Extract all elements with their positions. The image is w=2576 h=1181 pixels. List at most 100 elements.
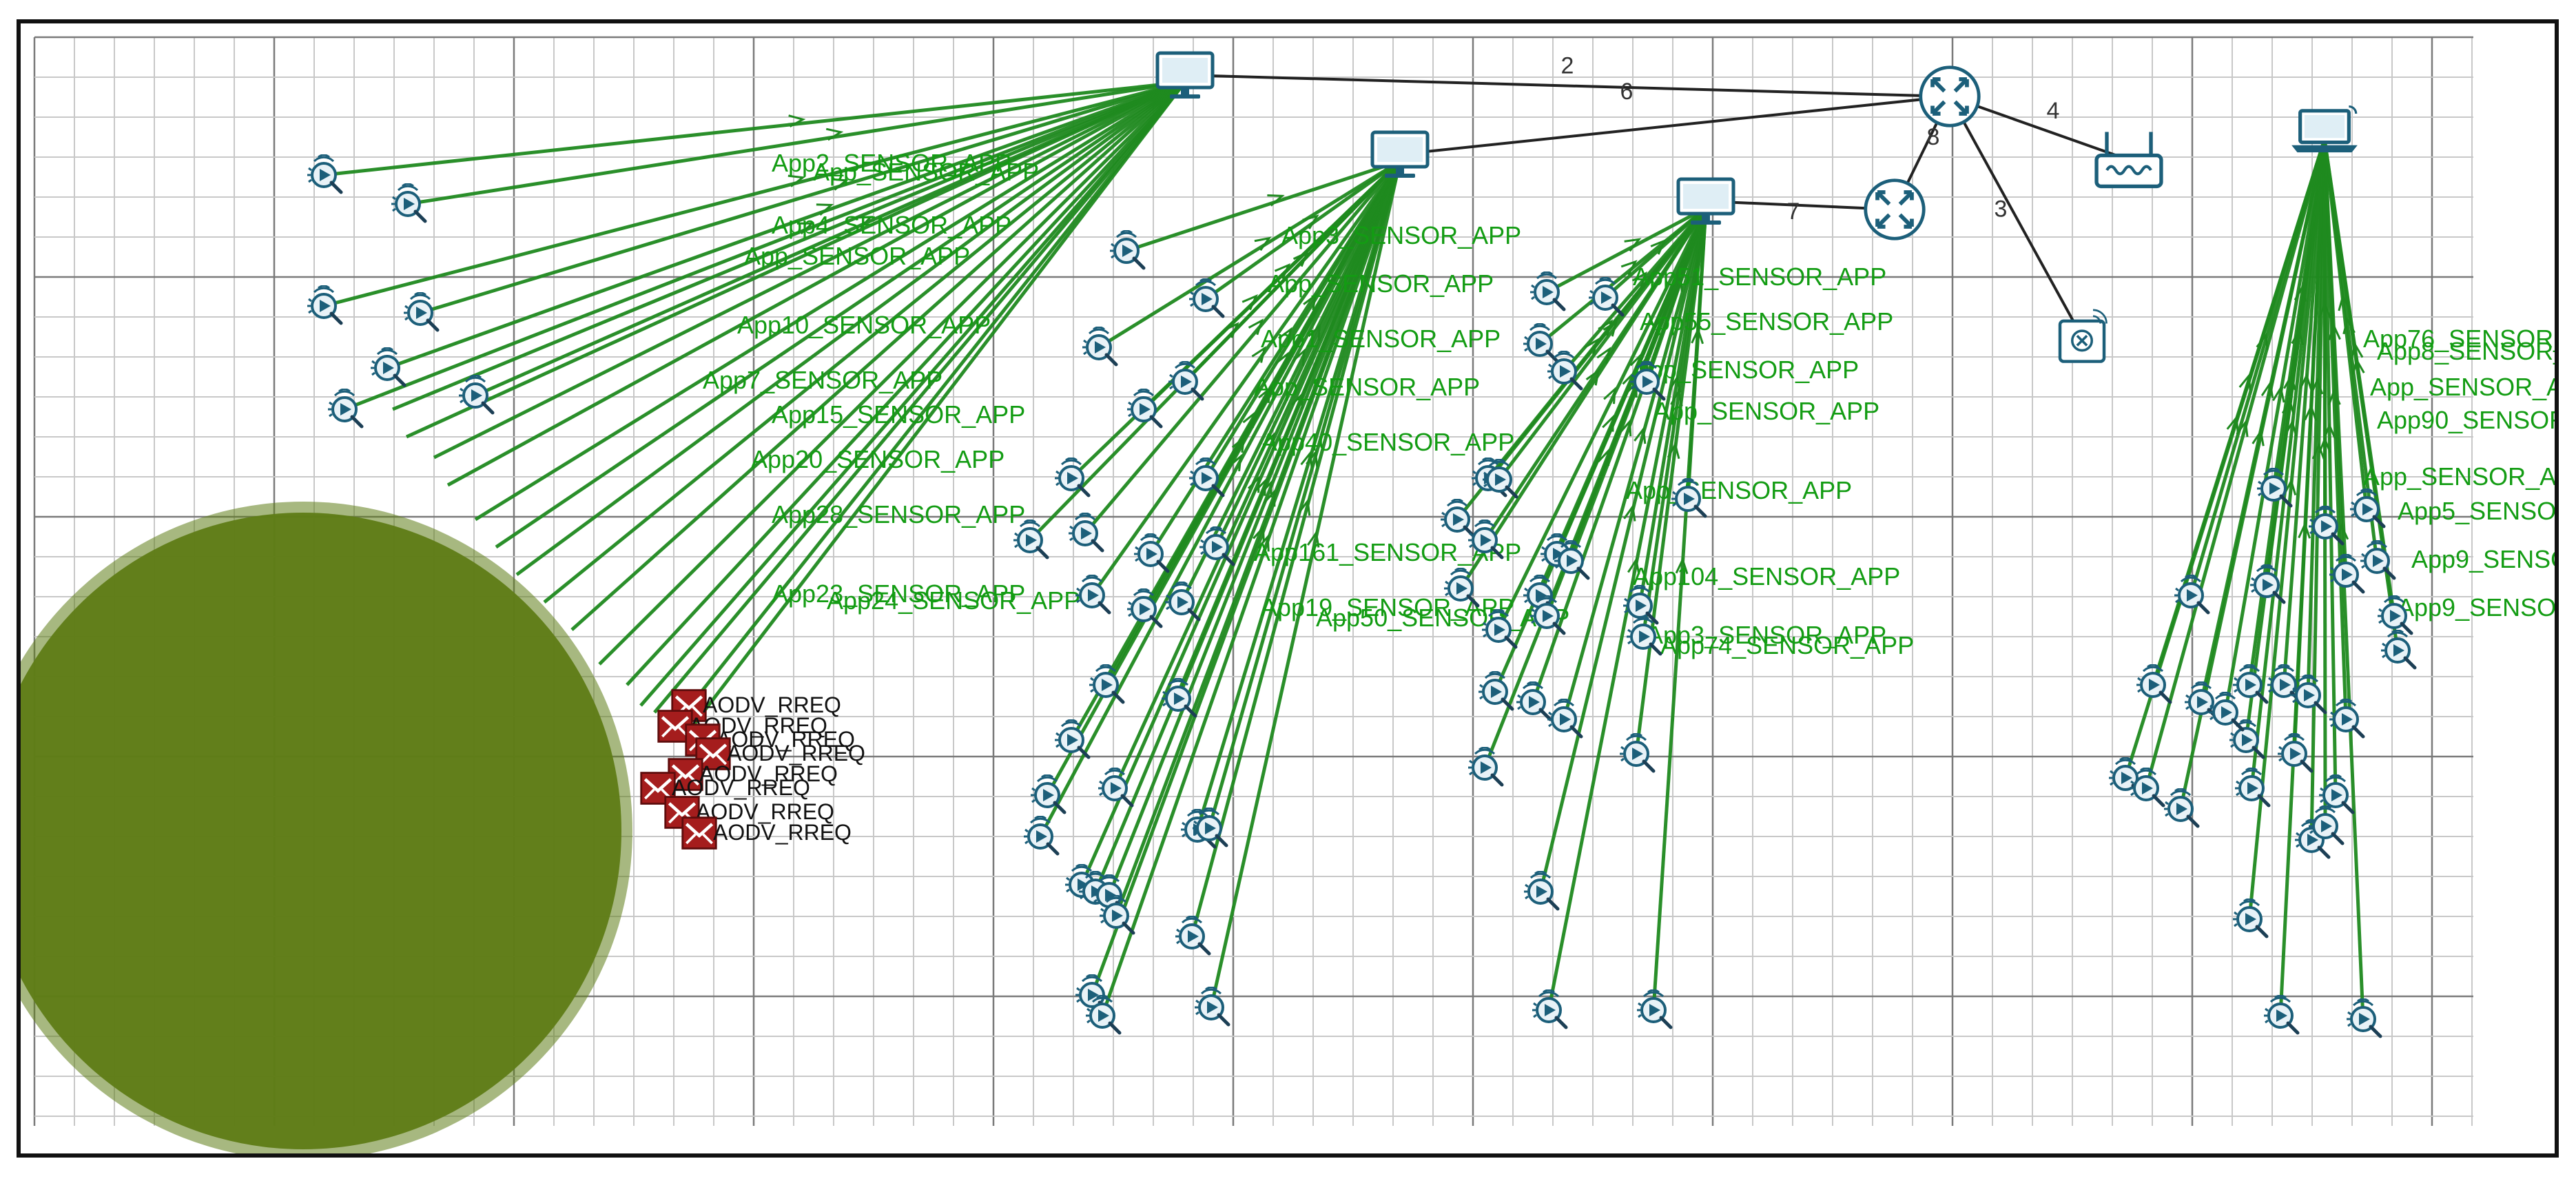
sensor-link[interactable] — [1084, 160, 1401, 535]
sensor-link[interactable] — [1545, 206, 1707, 294]
sensor-link[interactable] — [1538, 207, 1708, 892]
wired-link-router_a-wifi_router[interactable] — [1949, 95, 2130, 161]
sensor-node-icon[interactable] — [1162, 679, 1195, 716]
sensor-link[interactable] — [1190, 161, 1402, 937]
sensor-node-icon[interactable] — [2136, 665, 2170, 702]
sensor-link[interactable] — [2244, 138, 2327, 741]
sensor-link[interactable] — [1483, 207, 1708, 768]
sensor-link[interactable] — [405, 80, 1186, 439]
sensor-link[interactable] — [387, 80, 1186, 370]
sensor-node-icon[interactable] — [1195, 987, 1228, 1025]
sensor-link[interactable] — [433, 80, 1186, 460]
sensor-link[interactable] — [681, 81, 1186, 741]
sensor-link[interactable] — [392, 80, 1186, 411]
sensor-link[interactable] — [1195, 161, 1402, 830]
sensor-node-icon[interactable] — [1055, 720, 1089, 757]
sensor-link[interactable] — [323, 80, 1186, 308]
sensor-link[interactable] — [1100, 161, 1402, 1016]
desktop-icon[interactable] — [1372, 132, 1428, 178]
sensor-node-icon[interactable] — [391, 184, 425, 221]
sensor-link[interactable] — [598, 81, 1186, 666]
wired-link-pc_c-router_b[interactable] — [1705, 200, 1895, 211]
wired-link-pc_b-router_a[interactable] — [1399, 95, 1950, 156]
sensor-link[interactable] — [1080, 160, 1402, 886]
wifi-router-icon[interactable] — [2096, 132, 2161, 186]
sensor-link[interactable] — [420, 80, 1186, 315]
link-direction-arrow — [1267, 194, 1285, 207]
sensor-link[interactable] — [1107, 161, 1402, 896]
router-icon[interactable] — [1921, 68, 1979, 125]
sensor-link[interactable] — [1070, 160, 1401, 480]
sensor-link[interactable] — [1207, 161, 1402, 829]
sensor-link[interactable] — [344, 80, 1186, 411]
sensor-link[interactable] — [543, 81, 1186, 604]
sensor-node-icon[interactable] — [307, 155, 341, 192]
sensor-link[interactable] — [1093, 161, 1402, 892]
sensor-link[interactable] — [1634, 207, 1708, 754]
sensor-link[interactable] — [2123, 138, 2327, 779]
sensor-link[interactable] — [1651, 207, 1708, 1011]
sensor-node-icon[interactable] — [1055, 458, 1089, 495]
sensor-link[interactable] — [1531, 207, 1708, 703]
sensor-node-icon[interactable] — [1516, 682, 1550, 719]
sensor-link[interactable] — [1493, 207, 1708, 692]
sensor-node-icon[interactable] — [2209, 692, 2243, 730]
sensor-link[interactable] — [495, 80, 1186, 549]
sensor-link[interactable] — [1045, 160, 1402, 797]
router-icon[interactable] — [1866, 181, 1924, 238]
sensor-node-icon[interactable] — [1098, 768, 1132, 805]
sensor-link[interactable] — [1090, 161, 1402, 996]
sensor-link[interactable] — [2282, 138, 2327, 686]
sensor-node-icon[interactable] — [328, 389, 362, 427]
sensor-link[interactable] — [1459, 207, 1708, 590]
sensor-node-icon[interactable] — [1024, 817, 1058, 854]
sensor-link[interactable] — [2223, 138, 2327, 713]
wired-link-router_a-access_point[interactable] — [1948, 96, 2083, 338]
sensor-node-icon[interactable] — [1031, 775, 1064, 812]
sensor-link[interactable] — [323, 80, 1186, 177]
sensor-link[interactable] — [474, 80, 1186, 522]
sensor-link[interactable] — [2144, 138, 2327, 789]
laptop-icon[interactable] — [2291, 107, 2358, 153]
sensor-link[interactable] — [653, 81, 1186, 714]
sensor-link[interactable] — [1148, 160, 1402, 555]
sensor-link[interactable] — [2309, 138, 2327, 841]
sensor-node-icon[interactable] — [1175, 916, 1209, 954]
sensor-link[interactable] — [1126, 159, 1401, 253]
sensor-link[interactable] — [1496, 207, 1708, 631]
sensor-node-icon[interactable] — [2360, 541, 2394, 578]
sensor-link[interactable] — [1209, 161, 1402, 1008]
sensor-link[interactable] — [1029, 160, 1401, 542]
sensor-node-icon[interactable] — [1082, 327, 1116, 364]
sensor-link[interactable] — [626, 81, 1186, 686]
sensor-link[interactable] — [2292, 138, 2327, 754]
sensor-node-icon[interactable] — [404, 293, 437, 330]
sensor-link[interactable] — [1538, 207, 1707, 345]
sensor-node-icon[interactable] — [1134, 534, 1168, 571]
sensor-link[interactable] — [639, 81, 1186, 707]
sensor-node-icon[interactable] — [1478, 672, 1512, 709]
sensor-node-icon[interactable] — [1589, 278, 1622, 315]
access-point-icon[interactable] — [2060, 310, 2107, 362]
sensor-link[interactable] — [2322, 138, 2338, 796]
wired-link-label: 3 — [1995, 196, 2008, 223]
sensor-link[interactable] — [407, 80, 1186, 206]
sensor-link[interactable] — [694, 81, 1186, 700]
sensor-link[interactable] — [1038, 160, 1402, 838]
packet-envelope-icon[interactable] — [683, 818, 717, 849]
sensor-node-icon[interactable] — [1523, 324, 1557, 361]
sensor-node-icon[interactable] — [371, 348, 404, 385]
sensor-link[interactable] — [1562, 207, 1708, 720]
sensor-link[interactable] — [446, 80, 1186, 487]
sensor-link[interactable] — [515, 80, 1186, 577]
sensor-node-icon[interactable] — [2350, 489, 2384, 526]
sensor-link[interactable] — [1098, 159, 1401, 349]
sensor-node-icon[interactable] — [1189, 279, 1223, 316]
sensor-link[interactable] — [570, 81, 1186, 631]
sensor-link[interactable] — [1204, 159, 1401, 301]
wired-link-pc_a-router_a[interactable] — [1184, 74, 1950, 98]
sensor-link[interactable] — [1090, 160, 1402, 597]
sensor-link[interactable] — [2249, 138, 2327, 789]
